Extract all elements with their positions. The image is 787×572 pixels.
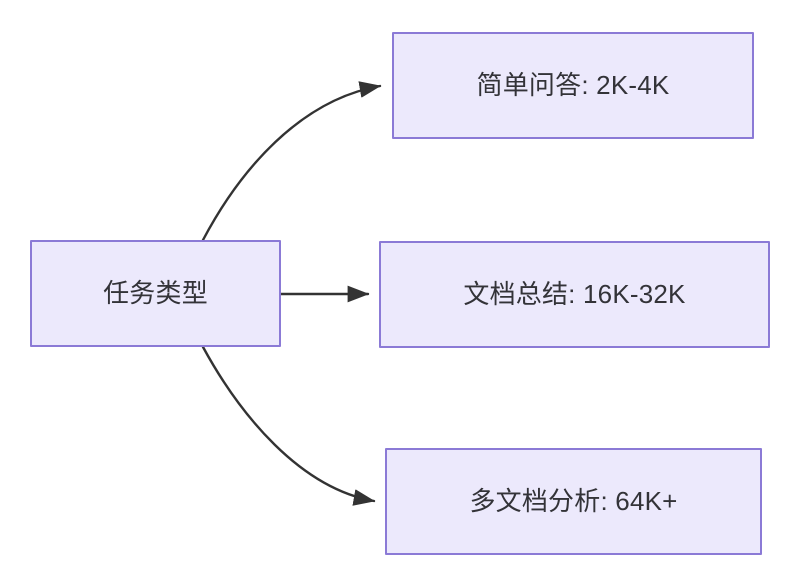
node-document-summary-label: 文档总结: 16K-32K <box>463 279 686 310</box>
node-root[interactable]: 任务类型 <box>30 240 281 347</box>
node-multi-document-analysis[interactable]: 多文档分析: 64K+ <box>385 448 762 555</box>
node-simple-qa[interactable]: 简单问答: 2K-4K <box>392 32 754 139</box>
node-root-label: 任务类型 <box>103 278 208 309</box>
node-simple-qa-label: 简单问答: 2K-4K <box>476 70 670 101</box>
edge-root-to-child0 <box>201 81 382 242</box>
node-multi-document-analysis-label: 多文档分析: 64K+ <box>469 486 678 517</box>
node-document-summary[interactable]: 文档总结: 16K-32K <box>379 241 770 348</box>
edge-root-to-child2 <box>201 345 376 506</box>
